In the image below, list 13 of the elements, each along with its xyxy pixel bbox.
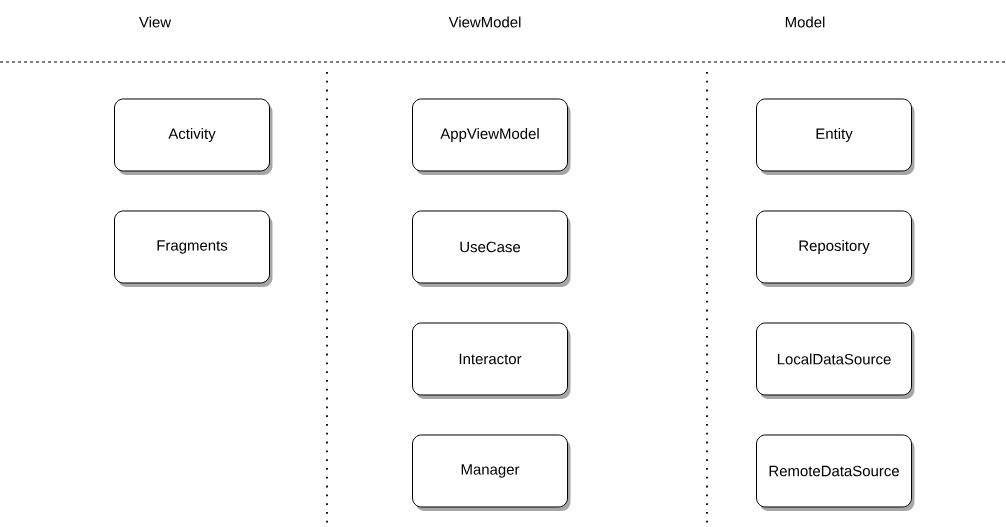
process-box: RemoteDataSource — [756, 434, 915, 511]
process-box: Repository — [756, 210, 915, 287]
column-heading: ViewModel — [448, 16, 521, 28]
process-box: UseCase — [412, 210, 571, 287]
process-box: LocalDataSource — [756, 322, 915, 399]
process-box: Entity — [756, 98, 915, 175]
process-box: Activity — [114, 98, 273, 175]
process-box: Manager — [412, 434, 571, 511]
process-box: AppViewModel — [412, 98, 571, 175]
column-heading: View — [139, 16, 172, 28]
column-heading: Model — [785, 16, 825, 28]
process-box: Fragments — [114, 210, 273, 287]
process-box: Interactor — [412, 322, 571, 399]
